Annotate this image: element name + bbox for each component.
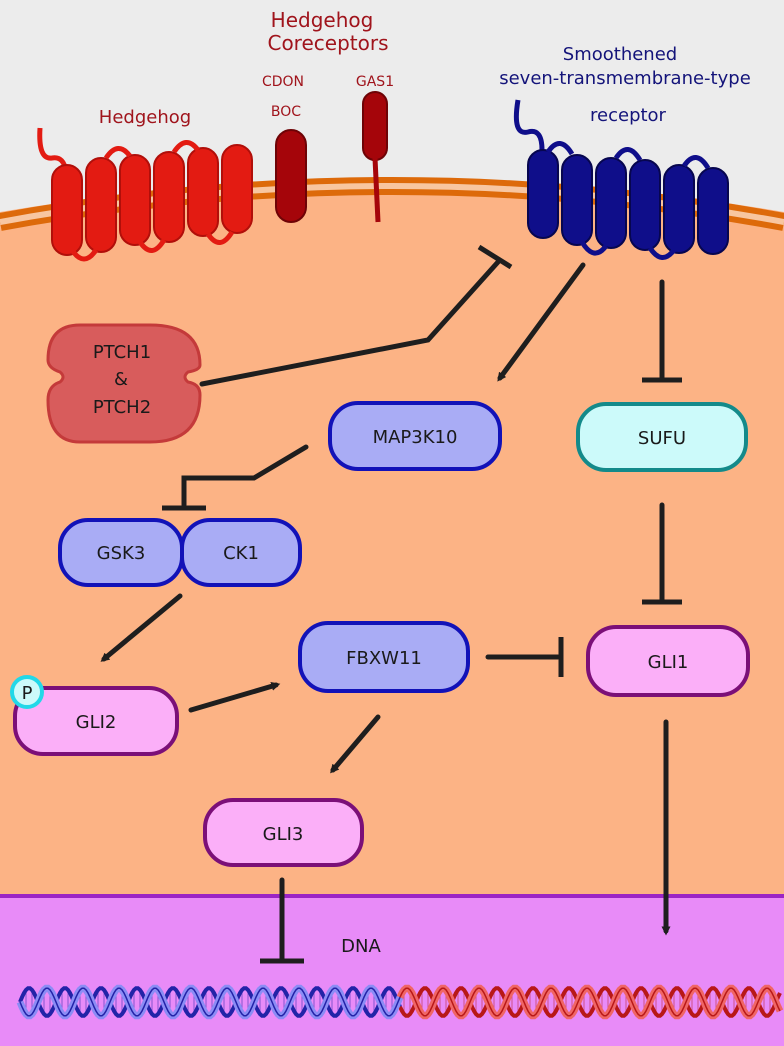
dna-label: DNA	[341, 936, 381, 957]
dna-strand-outline-blue	[19, 987, 401, 1017]
gas1-label: GAS1	[356, 74, 394, 90]
smoothened-tail	[513, 99, 545, 151]
hedgehog-receptor	[37, 127, 253, 262]
ptch-complex	[46, 323, 202, 444]
ck1-shape	[180, 518, 302, 587]
edge-smo-to-map3k10	[497, 262, 586, 382]
gli1-label: GLI1	[648, 652, 689, 673]
hedgehog-label: Hedgehog	[99, 107, 191, 128]
node-ck1: CK1	[180, 518, 302, 587]
gli1-shape	[586, 625, 750, 697]
dna-strand-outline-red	[399, 987, 781, 1017]
gas1-anchor	[372, 157, 381, 223]
edge-ptch-inhibits-smo	[199, 259, 501, 387]
phosphate-label: P	[22, 683, 33, 704]
phosphate-badge	[10, 675, 44, 709]
coreceptors-label-line2: Coreceptors	[267, 31, 388, 55]
fbxw11-shape	[298, 621, 470, 693]
edge-ck1-to-gli2	[100, 593, 183, 662]
gli2-shape	[13, 686, 179, 756]
dna-strand-back-blue	[18, 986, 402, 1018]
ptch-label-line1: PTCH1	[93, 342, 151, 363]
ptch-label-line2: &	[114, 369, 128, 390]
node-sufu: SUFU	[576, 402, 748, 472]
edge-fbxw11-to-gli3	[330, 714, 381, 774]
node-gli2: GLI2 P	[10, 675, 179, 756]
smoothened-receptor	[513, 99, 729, 260]
edge-map3k10-inhibits-gsk3-ck1	[181, 444, 309, 508]
gas1-coreceptor	[362, 91, 388, 161]
cdon-boc-coreceptor	[275, 129, 307, 223]
gli3-label: GLI3	[263, 824, 304, 845]
inhibit-bar-smo	[477, 244, 513, 270]
gli2-label: GLI2	[76, 712, 117, 733]
node-gli1: GLI1	[586, 625, 750, 697]
map3k10-label: MAP3K10	[373, 427, 458, 448]
edges	[100, 244, 682, 964]
nucleus	[0, 895, 784, 1046]
gsk3-label: GSK3	[97, 543, 146, 564]
dna-helix	[16, 984, 784, 1020]
ck1-label: CK1	[223, 543, 259, 564]
smoothened-label-line2: seven-transmembrane-type	[499, 68, 751, 89]
dna-strand-back-red	[398, 986, 782, 1018]
sufu-label: SUFU	[638, 428, 686, 449]
coreceptors-label-line1: Hedgehog	[271, 8, 374, 32]
smoothened-label-line3: receptor	[590, 105, 667, 126]
edge-gli2-to-fbxw11	[188, 681, 281, 713]
map3k10-shape	[328, 401, 502, 471]
node-gsk3: GSK3	[58, 518, 184, 587]
hedgehog-tail	[37, 127, 69, 173]
sufu-shape	[576, 402, 748, 472]
boc-label: BOC	[271, 104, 301, 120]
ptch-label-line3: PTCH2	[93, 397, 151, 418]
smoothened-label-line1: Smoothened	[563, 44, 677, 65]
fbxw11-label: FBXW11	[346, 648, 422, 669]
node-fbxw11: FBXW11	[298, 621, 470, 693]
node-gli3: GLI3	[203, 798, 364, 867]
node-map3k10: MAP3K10	[328, 401, 502, 471]
cdon-label: CDON	[262, 74, 304, 90]
gli3-shape	[203, 798, 364, 867]
